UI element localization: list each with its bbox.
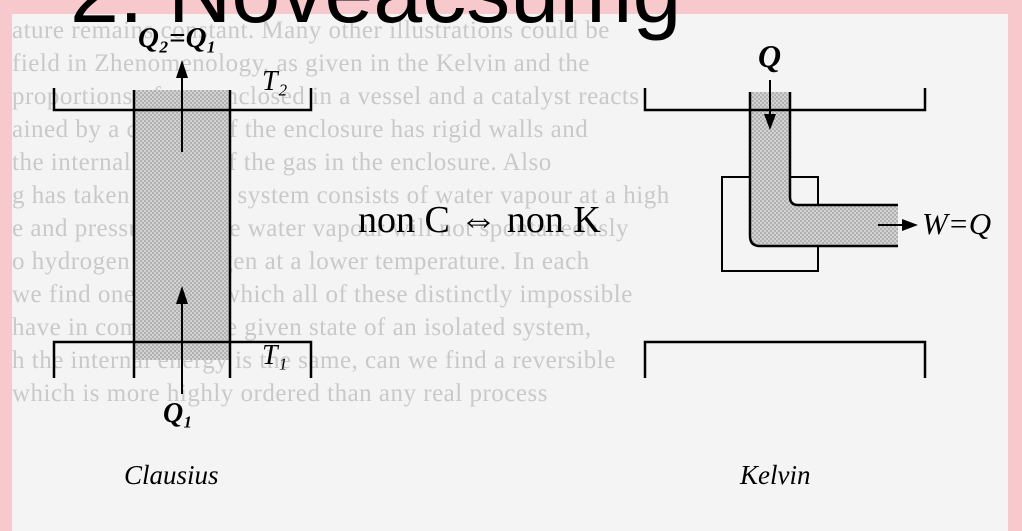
background-text: ature remains constant. Many other illus…	[12, 14, 1008, 531]
background-line: field in Zhenomenology, as given in the …	[12, 50, 591, 77]
background-line: e and pressure but the water vapour will…	[12, 215, 630, 242]
pipe-outer-bend	[748, 235, 898, 248]
equivalence-statement: non C ⇔ non K	[358, 199, 601, 241]
kelvin-diagram	[643, 80, 927, 378]
background-line: o hydrogen and oxygen at a lower tempera…	[12, 248, 590, 275]
background-line: ature remains constant. Many other illus…	[12, 17, 610, 44]
background-line: which is more highly ordered than any re…	[12, 380, 548, 407]
heat-in-arrowhead	[176, 286, 188, 304]
background-line: have in common: one given state of an is…	[12, 314, 592, 341]
kelvin-reservoir	[643, 88, 927, 112]
working-flow-pipe	[750, 92, 898, 246]
kelvin-output-label: W=Q	[922, 206, 992, 241]
clausius-bottom-flow-label: Q₁	[163, 398, 193, 429]
background-line: g has taken place the system consists of…	[12, 182, 670, 209]
work-output-arrowhead	[902, 219, 918, 231]
slide-heading: 2: Noveacsumg	[70, 0, 681, 36]
background-line: h the internal energy is the same, can w…	[12, 347, 616, 374]
hot-reservoir-label: T₂	[262, 66, 288, 97]
clausius-diagram	[52, 60, 313, 394]
background-line: the internal energy of the gas in the en…	[12, 149, 552, 176]
kelvin-input-label: Q	[758, 38, 782, 74]
clausius-top-flow-label: Q₂=Q₁	[138, 22, 217, 54]
kelvin-caption: Kelvin	[740, 460, 811, 490]
background-line: ained by a catalyst. If the enclosure ha…	[12, 116, 589, 143]
background-line: we find one feature which all of these d…	[12, 281, 633, 308]
heat-input-arrowhead	[764, 114, 776, 130]
clausius-caption: Clausius	[124, 460, 219, 490]
cold-reservoir-label: T₁	[262, 340, 288, 371]
pipe-inner-bend	[788, 196, 898, 207]
background-line: proportions of two enclosed in a vessel …	[12, 83, 640, 110]
heat-out-arrowhead	[176, 60, 188, 78]
kelvin-cold-reservoir	[643, 340, 927, 378]
